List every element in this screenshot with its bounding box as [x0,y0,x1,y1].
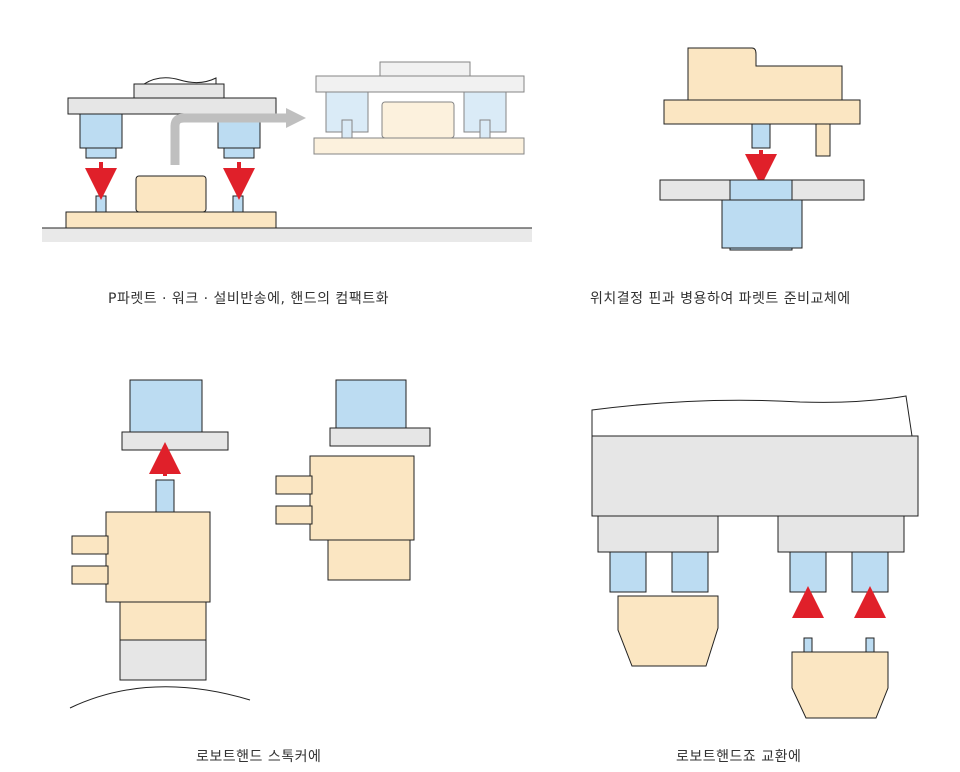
hand-stocker-illustration [69,379,431,709]
jaw-exchange-illustration [591,395,919,719]
caption-positioning-pin: 위치결정 핀과 병용하여 파렛트 준비교체에 [590,291,851,307]
positioning-pin-illustration [659,47,865,251]
caption-pallet-transfer: P파렛트 · 워크 · 설비반송에, 핸드의 컴팩트화 [108,291,389,307]
caption-hand-stocker: 로보트핸드 스톡커에 [196,749,322,765]
caption-jaw-exchange: 로보트핸드죠 교환에 [676,749,802,765]
pallet-transfer-illustration [42,61,532,242]
